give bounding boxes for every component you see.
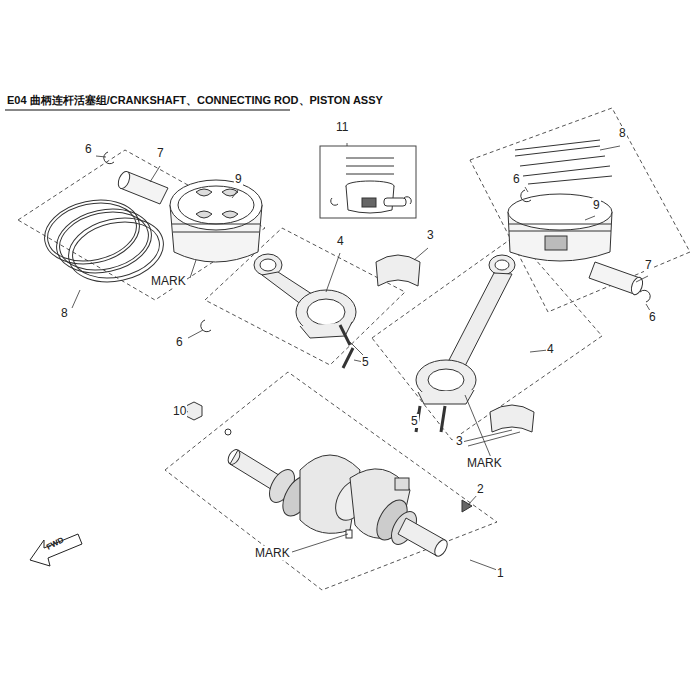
callout-number: 7 <box>644 258 653 272</box>
callout-number: 3 <box>426 228 435 242</box>
callout-number: 5 <box>361 355 370 369</box>
callout-number: 6 <box>175 335 184 349</box>
callout-number: 9 <box>592 198 601 212</box>
callout-number: MARK <box>466 456 503 470</box>
callout-number: 4 <box>546 342 555 356</box>
callout-number: 4 <box>336 234 345 248</box>
callout-number: 2 <box>476 482 485 496</box>
callout-number: 6 <box>84 142 93 156</box>
callout-number: 8 <box>60 306 69 320</box>
callout-number: 7 <box>156 146 165 160</box>
callout-number: 6 <box>512 172 521 186</box>
callout-number: 9 <box>234 172 243 186</box>
callout-number: 8 <box>618 126 627 140</box>
callout-number: 11 <box>335 120 349 134</box>
diagram-title: E04 曲柄连杆活塞组/CRANKSHAFT、CONNECTING ROD、PI… <box>7 93 383 107</box>
callout-number: MARK <box>254 546 291 560</box>
callout-number: MARK <box>150 274 187 288</box>
callout-number: 5 <box>410 414 419 428</box>
callout-number: 10 <box>172 404 187 418</box>
callout-number: 3 <box>455 434 464 448</box>
callout-number: 1 <box>496 566 505 580</box>
callout-number: 6 <box>648 310 657 324</box>
